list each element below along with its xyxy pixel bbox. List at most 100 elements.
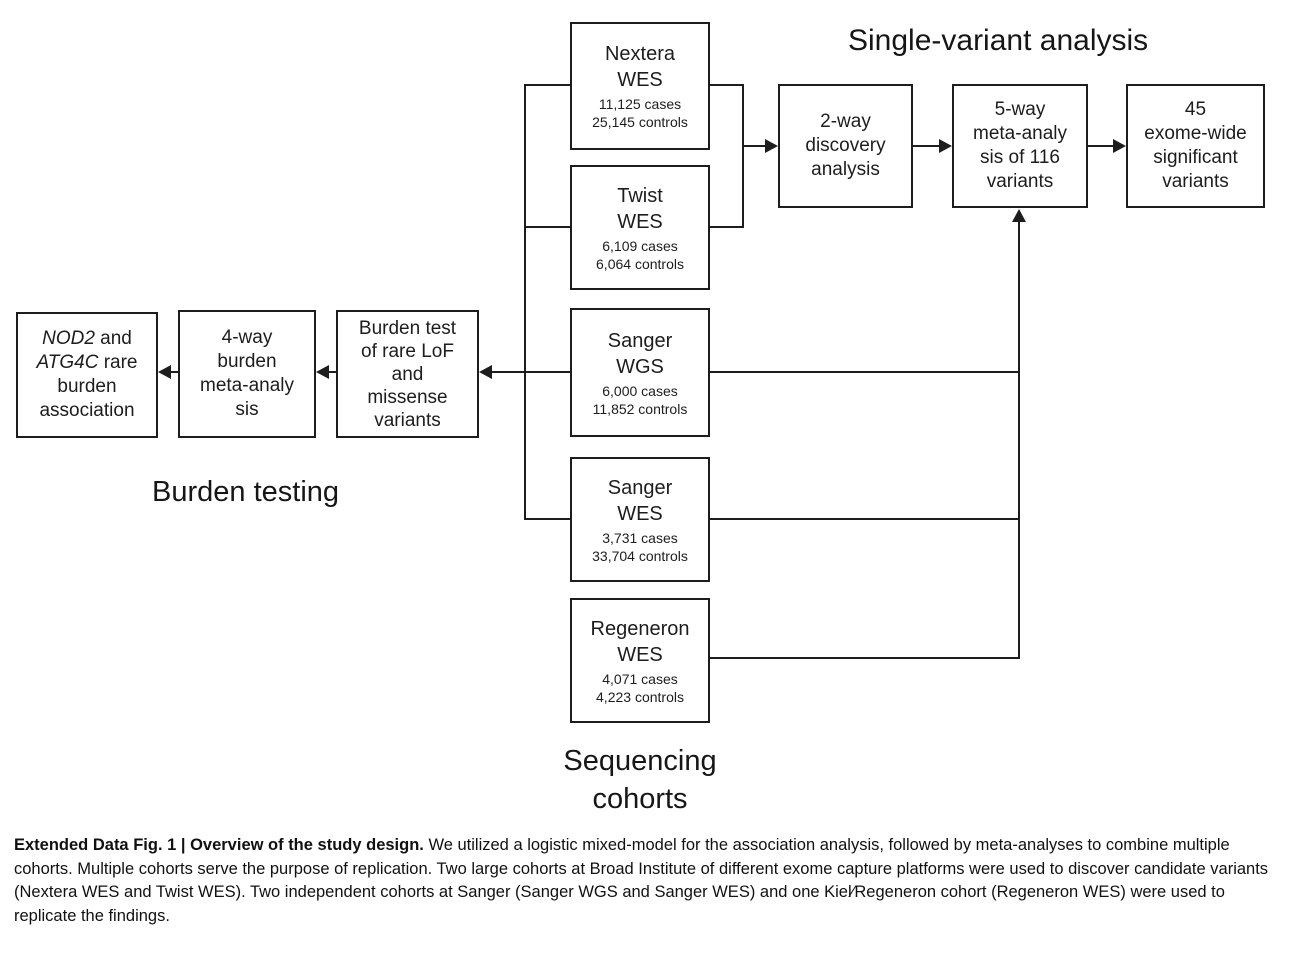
connector-twist-right xyxy=(710,226,744,228)
arrowhead-into-burden-result xyxy=(158,365,171,379)
text-line: burden xyxy=(217,351,277,372)
burden-association-text: NOD2 and ATG4C rare burden association xyxy=(36,327,137,423)
text-line: variants xyxy=(1162,171,1229,192)
cohort-controls: 4,223 controls xyxy=(596,688,684,705)
connector-wgs-to-burden xyxy=(492,371,570,373)
burden-test-box: Burden test of rare LoF and missense var… xyxy=(336,310,479,438)
text-line: 2-way xyxy=(820,111,871,132)
discovery-analysis-box: 2-way discovery analysis xyxy=(778,84,913,208)
cohort-platform: Regeneron xyxy=(590,617,690,640)
connector-wgs-right xyxy=(710,371,1020,373)
text-line: analysis xyxy=(811,159,880,180)
cohort-stats: 6,109 cases 6,064 controls xyxy=(596,237,684,273)
meta-analysis-text: 5-way meta-analy sis of 116 variants xyxy=(973,98,1067,194)
cohort-cases: 6,109 cases xyxy=(602,237,678,254)
sequencing-cohorts-line2: cohorts xyxy=(592,783,688,815)
connector-discovery-to-meta xyxy=(913,145,940,147)
cohort-name: Nextera WES xyxy=(605,41,675,93)
gene-name-italic: ATG4C xyxy=(36,352,99,373)
cohort-controls: 6,064 controls xyxy=(596,255,684,272)
text-fragment: rare xyxy=(98,352,138,373)
cohort-box-twist-wes: Twist WES 6,109 cases 6,064 controls xyxy=(570,165,710,290)
text-line: sis of 116 xyxy=(980,147,1060,168)
text-line: significant xyxy=(1153,147,1238,168)
connector-left-spine xyxy=(524,84,526,520)
cohort-controls: 25,145 controls xyxy=(592,114,688,130)
text-line: association xyxy=(39,400,135,421)
text-line: 4-way xyxy=(221,327,273,348)
text-line: of rare LoF xyxy=(361,340,454,362)
cohort-box-sanger-wgs: Sanger WGS 6,000 cases 11,852 controls xyxy=(570,308,710,437)
connector-meta-to-result xyxy=(171,371,179,373)
arrowhead-into-meta xyxy=(939,139,952,153)
connector-sangerwes-right xyxy=(710,518,1020,520)
connector-discovery-bracket xyxy=(742,84,744,228)
text-fragment: and xyxy=(94,328,132,349)
connector-nextera-left xyxy=(524,84,570,86)
text-line: sis xyxy=(235,399,259,420)
cohort-assay: WES xyxy=(617,69,663,91)
connector-burden-to-meta xyxy=(329,371,337,373)
arrowhead-into-burden-test xyxy=(479,365,492,379)
burden-test-text: Burden test of rare LoF and missense var… xyxy=(359,317,456,432)
text-line: variants xyxy=(986,171,1054,192)
cohort-box-nextera-wes: Nextera WES 11,125 cases 25,145 controls xyxy=(570,22,710,150)
cohort-box-sanger-wes: Sanger WES 3,731 cases 33,704 controls xyxy=(570,457,710,582)
cohort-cases: 11,125 cases xyxy=(598,96,682,112)
connector-regeneron-right xyxy=(710,657,1020,659)
connector-replication-spine xyxy=(1018,221,1020,659)
arrowhead-into-meta-bottom xyxy=(1012,209,1026,222)
cohort-box-regeneron-wes: Regeneron WES 4,071 cases 4,223 controls xyxy=(570,598,710,723)
connector-bracket-to-discovery xyxy=(742,145,766,147)
significant-variants-box: 45 exome-wide significant variants xyxy=(1126,84,1265,208)
cohort-platform: Nextera xyxy=(604,43,676,65)
cohort-controls: 11,852 controls xyxy=(592,400,688,417)
sequencing-cohorts-title: Sequencing cohorts xyxy=(540,742,740,818)
figure-caption: Extended Data Fig. 1 | Overview of the s… xyxy=(14,834,1276,928)
text-line: 45 xyxy=(1184,99,1207,120)
cohort-stats: 6,000 cases 11,852 controls xyxy=(593,382,688,418)
cohort-name: Sanger WGS xyxy=(608,328,673,380)
cohort-name: Sanger WES xyxy=(608,475,673,527)
sequencing-cohorts-line1: Sequencing xyxy=(563,745,717,777)
arrowhead-into-discovery xyxy=(765,139,778,153)
cohort-name: Twist WES xyxy=(617,183,663,235)
connector-sangerwes-left xyxy=(524,518,570,520)
cohort-stats: 3,731 cases 33,704 controls xyxy=(592,529,688,565)
text-line: variants xyxy=(374,409,441,431)
cohort-stats: 11,125 cases 25,145 controls xyxy=(592,95,688,131)
burden-association-box: NOD2 and ATG4C rare burden association xyxy=(16,312,158,438)
cohort-stats: 4,071 cases 4,223 controls xyxy=(596,670,684,706)
connector-meta-to-significant xyxy=(1088,145,1114,147)
discovery-analysis-text: 2-way discovery analysis xyxy=(805,110,885,182)
text-line: exome-wide xyxy=(1144,123,1247,144)
connector-nextera-right xyxy=(710,84,744,86)
cohort-name: Regeneron WES xyxy=(591,616,690,668)
burden-meta-analysis-box: 4-way burden meta-analy sis xyxy=(178,310,316,438)
cohort-assay: WES xyxy=(617,643,663,666)
cohort-controls: 33,704 controls xyxy=(592,547,688,564)
meta-analysis-box: 5-way meta-analy sis of 116 variants xyxy=(952,84,1088,208)
text-line: NOD2 and xyxy=(36,327,137,351)
text-line: Burden test xyxy=(358,317,457,339)
cohort-platform: Sanger xyxy=(607,476,673,499)
cohort-cases: 3,731 cases xyxy=(602,529,678,546)
single-variant-analysis-title: Single-variant analysis xyxy=(848,24,1149,57)
text-line: discovery xyxy=(805,135,886,156)
cohort-platform: Twist xyxy=(617,184,663,207)
arrowhead-into-burden-meta xyxy=(316,365,329,379)
text-line: meta-analy xyxy=(973,123,1067,144)
cohort-assay: WES xyxy=(617,210,663,233)
burden-testing-title: Burden testing xyxy=(152,476,340,508)
gene-name-italic: NOD2 xyxy=(42,328,95,349)
text-line: and xyxy=(391,363,424,385)
caption-body: We utilized a logistic mixed-model for t… xyxy=(14,836,1269,925)
cohort-platform: Sanger xyxy=(607,329,673,352)
burden-meta-analysis-text: 4-way burden meta-analy sis xyxy=(200,326,294,422)
caption-lead: Extended Data Fig. 1 | Overview of the s… xyxy=(14,836,424,854)
cohort-cases: 4,071 cases xyxy=(602,670,678,687)
text-line: 5-way xyxy=(994,99,1046,120)
cohort-assay: WGS xyxy=(616,355,664,378)
text-line: meta-analy xyxy=(200,375,294,396)
